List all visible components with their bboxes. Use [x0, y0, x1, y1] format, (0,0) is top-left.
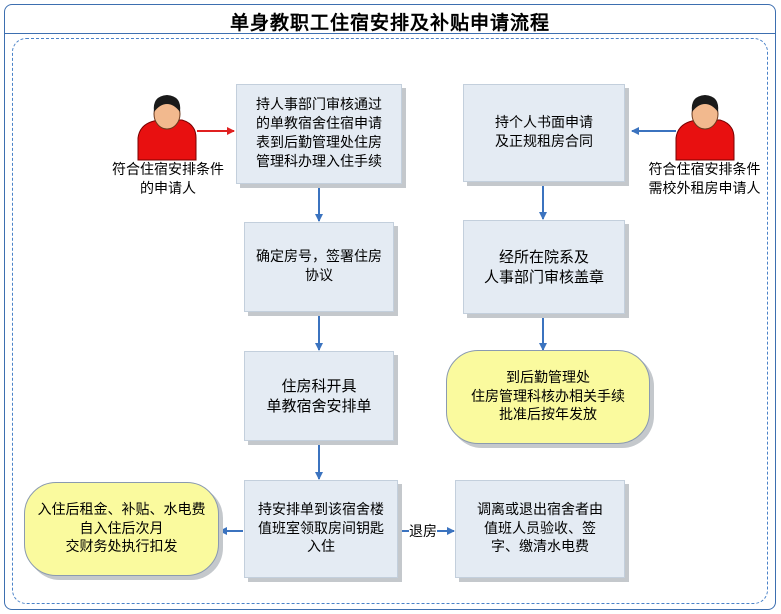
diagram-inner-border	[12, 38, 768, 604]
left-step3-box: 住房科开具 单教宿舍安排单	[244, 351, 394, 441]
checkout-edge-label: 退房	[409, 521, 437, 541]
right-step2-box: 经所在院系及 人事部门审核盖章	[463, 220, 625, 314]
person-right-label: 符合住宿安排条件 需校外租房申请人	[648, 162, 761, 197]
diagram-frame	[4, 4, 776, 610]
allowance-oval: 入住后租金、补贴、水电费 自入住后次月 交财务处执行扣发	[24, 482, 219, 576]
left-step2-box: 确定房号，签署住房 协议	[244, 222, 394, 312]
person-left-icon	[137, 95, 197, 161]
person-left-label: 符合住宿安排条件 的申请人	[112, 162, 224, 197]
title-bar: 单身教职工住宿安排及补贴申请流程	[4, 4, 776, 34]
left-step1-box: 持人事部门审核通过 的单教宿舍住宿申请 表到后勤管理处住房 管理科办理入住手续	[236, 84, 402, 184]
right-step3-oval: 到后勤管理处 住房管理科核办相关手续 批准后按年发放	[446, 350, 650, 444]
right-step1-box: 持个人书面申请 及正规租房合同	[463, 84, 625, 182]
left-step4-box: 持安排单到该宿舍楼 值班室领取房间钥匙 入住	[244, 480, 398, 578]
checkout-box: 调离或退出宿舍者由 值班人员验收、签 字、缴清水电费	[455, 480, 625, 578]
diagram-title: 单身教职工住宿安排及补贴申请流程	[229, 12, 550, 34]
person-right-icon	[675, 95, 735, 161]
